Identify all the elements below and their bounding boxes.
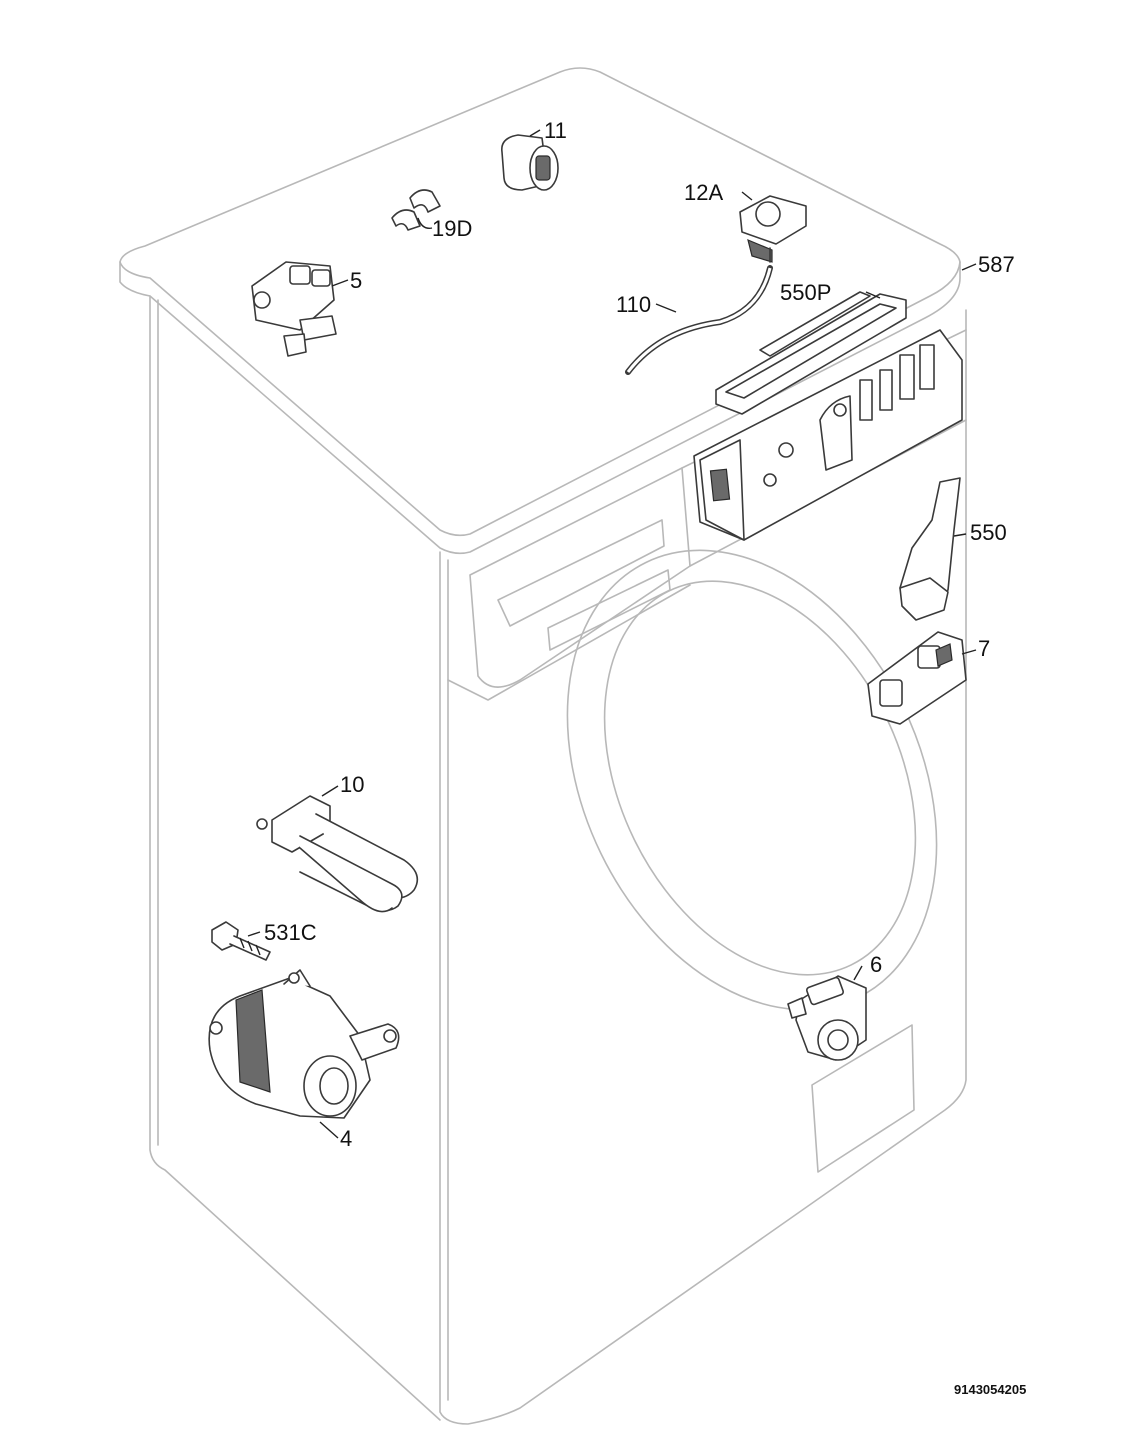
part-7-door-lock[interactable] [867, 631, 967, 725]
label-10: 10 [340, 772, 364, 797]
washer-cabinet-outline [119, 67, 967, 1425]
part-6-drain-pump[interactable] [787, 975, 867, 1061]
label-11: 11 [544, 118, 567, 143]
leader-lines [247, 129, 977, 1139]
part-11-capacitor[interactable] [501, 134, 559, 191]
part-550-door-handle[interactable] [899, 477, 961, 621]
board-components [763, 344, 935, 487]
part-12a-pressure-switch[interactable] [739, 195, 807, 263]
part-10-heater[interactable] [256, 795, 419, 913]
document-code: 9143054205 [954, 1382, 1026, 1397]
part-587-electronic-board[interactable] [693, 329, 963, 541]
label-110: 110 [616, 292, 651, 317]
part-5-inlet-valve[interactable] [251, 261, 337, 357]
label-5: 5 [350, 268, 362, 293]
label-4: 4 [340, 1126, 352, 1151]
label-12a: 12A [684, 180, 723, 205]
label-550p: 550P [780, 280, 831, 305]
part-19d-clips[interactable] [391, 189, 441, 231]
part-110-hose[interactable] [625, 265, 773, 375]
part-4-motor[interactable] [208, 969, 400, 1119]
label-550: 550 [970, 520, 1007, 545]
label-19d: 19D [432, 216, 472, 241]
label-587: 587 [978, 252, 1015, 277]
label-531c: 531C [264, 920, 317, 945]
part-550p-panel-frame[interactable] [715, 291, 907, 415]
part-531c-screw[interactable] [211, 921, 271, 961]
label-7: 7 [978, 636, 990, 661]
label-6: 6 [870, 952, 882, 977]
part-labels: 11 12A 19D 5 110 550P 587 550 7 10 531C … [264, 118, 1015, 1151]
